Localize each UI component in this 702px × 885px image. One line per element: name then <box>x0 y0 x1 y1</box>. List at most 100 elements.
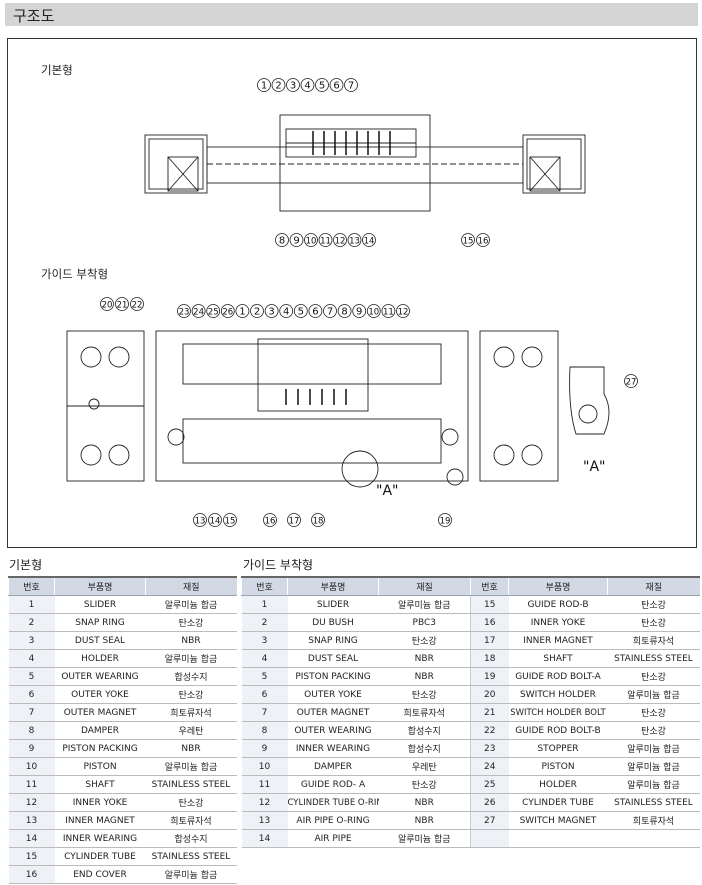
part-number-cell: 16 <box>8 865 55 884</box>
part-name-cell: CYLINDER TUBE <box>54 847 146 866</box>
part-name-cell: DAMPER <box>287 757 379 776</box>
cylinder-tube <box>206 146 524 184</box>
part-name-cell: HOLDER <box>508 775 608 794</box>
part-number-cell: 18 <box>470 649 509 668</box>
part-number-cell: 11 <box>241 775 288 794</box>
part-name-cell: SNAP RING <box>54 613 146 632</box>
part-number-cell: 5 <box>8 667 55 686</box>
part-number-cell: 8 <box>241 721 288 740</box>
part-name-cell: CYLINDER TUBE O-RING <box>287 793 379 812</box>
section-title: 구조도 <box>13 7 55 25</box>
callout <box>206 304 221 318</box>
material-cell: 알루미늄 합금 <box>145 865 237 884</box>
callout <box>220 304 235 318</box>
right-side-view <box>479 330 559 482</box>
callout-label: 12 <box>335 237 346 247</box>
part-name-cell: OUTER WEARING <box>287 721 379 740</box>
callout-label: 10 <box>306 237 317 247</box>
material-cell: 알루미늄 합금 <box>607 775 700 794</box>
material-cell: 알루미늄 합금 <box>607 685 700 704</box>
col-header: 번호 <box>241 576 288 596</box>
part-number-cell: 1 <box>241 595 288 614</box>
material-cell: 희토류자석 <box>607 631 700 650</box>
callout <box>275 233 289 247</box>
material-cell: 희토류자석 <box>378 703 471 722</box>
callout <box>279 304 294 318</box>
part-name-cell: DUST SEAL <box>287 649 379 668</box>
callout-label: 25 <box>208 308 219 318</box>
callout-label: 10 <box>368 308 379 318</box>
material-cell: NBR <box>145 739 237 758</box>
callout-label: 23 <box>179 308 190 318</box>
callout-label: 7 <box>348 81 354 92</box>
part-name-cell: SLIDER <box>54 595 146 614</box>
part-number-cell: 9 <box>241 739 288 758</box>
material-cell: 알루미늄 합금 <box>145 649 237 668</box>
callout <box>235 304 250 318</box>
callout <box>304 233 318 247</box>
callout-label: 12 <box>398 308 409 318</box>
material-cell: 희토류자석 <box>145 811 237 830</box>
part-number-cell: 25 <box>470 775 509 794</box>
callout-label: 22 <box>132 301 143 311</box>
part-name-cell: PISTON <box>508 757 608 776</box>
part-number-cell: 22 <box>470 721 509 740</box>
callout <box>344 78 358 92</box>
callout-label: 1 <box>239 307 245 318</box>
part-name-cell: AIR PIPE <box>287 829 379 848</box>
part-number-cell: 24 <box>470 757 509 776</box>
callout <box>193 513 207 527</box>
material-cell: NBR <box>145 631 237 650</box>
guide-type-label: 가이드 부착형 <box>41 267 109 281</box>
material-cell: NBR <box>378 649 471 668</box>
material-cell: 희토류자석 <box>145 703 237 722</box>
callout <box>396 304 410 318</box>
part-number-cell: 4 <box>8 649 55 668</box>
callout-label: 7 <box>327 307 333 318</box>
part-number-cell: 4 <box>241 649 288 668</box>
callout <box>257 78 271 92</box>
callout-label: 16 <box>478 237 489 247</box>
callout-label: 21 <box>117 301 128 311</box>
col-header: 재질 <box>607 576 700 596</box>
structure-drawing: 기본형 가이드 부착형 <box>7 38 697 548</box>
view-a-label: "A" <box>583 459 605 475</box>
part-number-cell: 13 <box>241 811 288 830</box>
callout <box>311 513 325 527</box>
part-name-cell: INNER MAGNET <box>54 811 146 830</box>
part-number-cell: 10 <box>241 757 288 776</box>
callout-label: 24 <box>193 308 204 318</box>
part-name-cell: SWITCH HOLDER <box>508 685 608 704</box>
col-header: 재질 <box>378 576 471 596</box>
part-number-cell: 20 <box>470 685 509 704</box>
material-cell: 탄소강 <box>145 793 237 812</box>
callout <box>308 304 323 318</box>
callout-label: 6 <box>333 81 339 92</box>
part-name-cell: SHAFT <box>54 775 146 794</box>
callout <box>177 304 191 318</box>
material-cell: 탄소강 <box>145 613 237 632</box>
part-number-cell: 8 <box>8 721 55 740</box>
part-number-cell: 3 <box>8 631 55 650</box>
basic-type-label: 기본형 <box>41 63 73 77</box>
callout <box>287 513 301 527</box>
material-cell: 알루미늄 합금 <box>378 829 471 848</box>
callout <box>208 513 222 527</box>
callout <box>300 78 315 92</box>
material-cell: 우레탄 <box>145 721 237 740</box>
right-end-cover <box>522 134 586 194</box>
col-header: 부품명 <box>508 576 608 596</box>
part-name-cell <box>508 829 608 848</box>
material-cell: NBR <box>378 667 471 686</box>
part-number-cell: 6 <box>241 685 288 704</box>
part-number-cell: 6 <box>8 685 55 704</box>
callout-label: 26 <box>222 308 233 318</box>
